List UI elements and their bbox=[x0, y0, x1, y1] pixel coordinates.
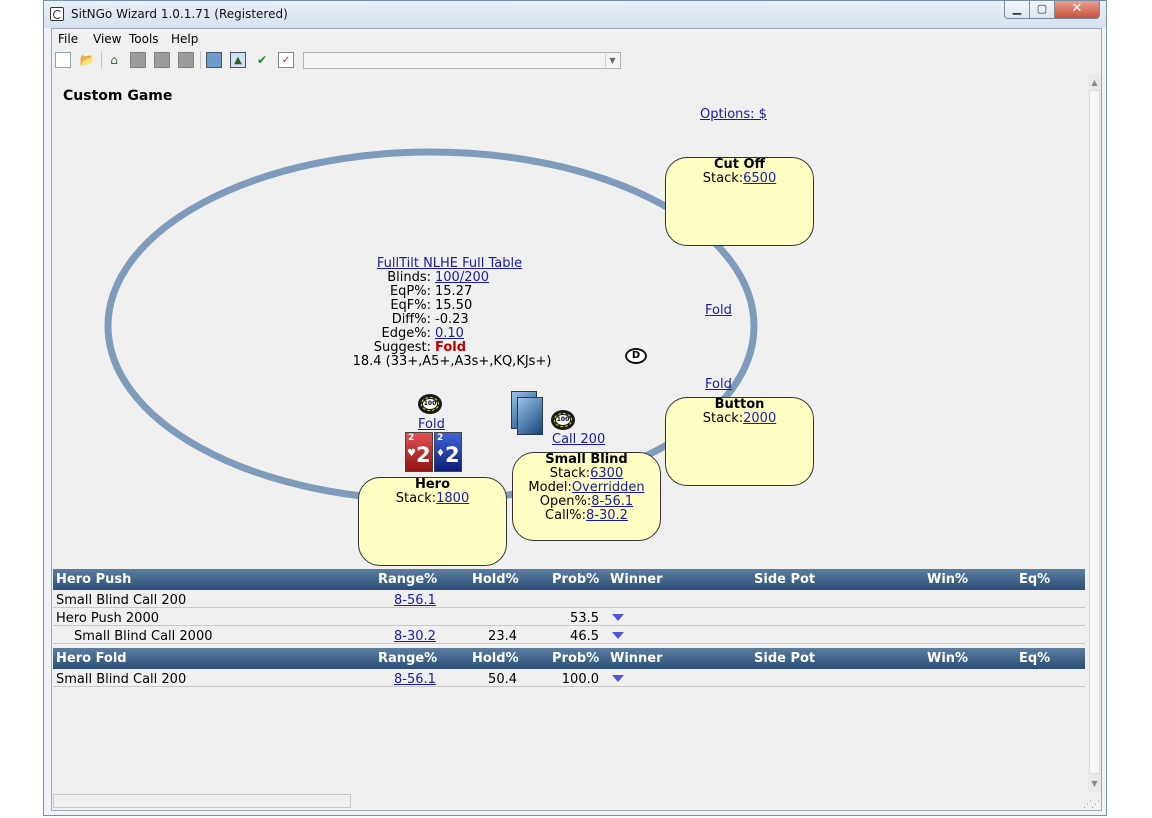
expand-arrow-icon[interactable] bbox=[612, 675, 624, 682]
stack-label: Stack: bbox=[702, 171, 744, 186]
menu-help[interactable]: Help bbox=[171, 32, 199, 46]
seat-name: Button bbox=[714, 397, 765, 412]
app-icon[interactable] bbox=[50, 7, 64, 21]
menu-view[interactable]: View bbox=[93, 32, 122, 46]
maximize-button[interactable]: ▢ bbox=[1029, 1, 1055, 19]
app-window: SitNGo Wizard 1.0.1.71 (Registered) ▁ ▢ … bbox=[43, 0, 1107, 816]
suggest-label: Suggest: bbox=[373, 340, 431, 355]
chevron-down-icon[interactable]: ▼ bbox=[605, 54, 619, 67]
seat-small-blind[interactable]: Small Blind Stack:6300 Model:Overridden … bbox=[512, 452, 661, 541]
game-select[interactable]: ▼ bbox=[303, 52, 621, 69]
page-title: Custom Game bbox=[63, 88, 173, 104]
range-link[interactable]: 8-30.2 bbox=[394, 629, 436, 644]
toolbar: 📂 ⌂ ▲ ✔ ✓ bbox=[52, 49, 1101, 71]
scroll-down-icon[interactable]: ▼ bbox=[1091, 779, 1098, 788]
info-label: EqF%: bbox=[390, 298, 431, 313]
game-view: Custom Game Options: $ FullTilt NLHE Ful… bbox=[53, 74, 1088, 792]
document-icon[interactable] bbox=[206, 52, 222, 68]
range-link[interactable]: 8-56.1 bbox=[394, 593, 436, 608]
resize-grip-icon[interactable]: ⋰⋰ bbox=[1083, 800, 1100, 810]
suggested-range: 18.4 (33+,A5+,A3s+,KQ,KJs+) bbox=[352, 354, 552, 369]
dealer-button: D bbox=[625, 348, 647, 364]
call-label: Call%: bbox=[545, 508, 587, 523]
stack-label: Stack: bbox=[395, 491, 437, 506]
small-blind-action-link[interactable]: Call 200 bbox=[552, 432, 606, 447]
stack-link[interactable]: 6300 bbox=[590, 466, 624, 481]
hero-card-2: 2 ♦ 2 bbox=[434, 432, 462, 472]
toolbar-separator bbox=[101, 51, 102, 69]
button-fold-link[interactable]: Fold bbox=[705, 377, 732, 392]
disabled-tool-icon[interactable] bbox=[154, 52, 170, 68]
checkmark-icon[interactable]: ✔ bbox=[256, 53, 268, 67]
checklist-icon[interactable]: ✓ bbox=[278, 52, 294, 68]
expand-arrow-icon[interactable] bbox=[612, 632, 624, 639]
vertical-scrollbar[interactable]: ▲ ▼ bbox=[1088, 74, 1101, 792]
hero-fold-header: Hero Fold Range% Hold% Prob% Winner Side… bbox=[53, 648, 1085, 669]
close-button[interactable]: ✕ bbox=[1054, 1, 1100, 19]
range-link[interactable]: 8-56.1 bbox=[394, 672, 436, 687]
expand-arrow-icon[interactable] bbox=[612, 614, 624, 621]
image-icon[interactable]: ▲ bbox=[230, 52, 246, 68]
scroll-thumb[interactable] bbox=[1089, 90, 1100, 774]
model-label: Model: bbox=[528, 480, 572, 495]
chip-icon: 100 bbox=[418, 394, 442, 414]
info-label: Diff%: bbox=[391, 312, 431, 327]
hero-card-1: 2 ♥ 2 bbox=[405, 432, 433, 472]
menu-file[interactable]: File bbox=[58, 32, 79, 46]
window-title: SitNGo Wizard 1.0.1.71 (Registered) bbox=[71, 7, 288, 21]
hero-action-link[interactable]: Fold bbox=[418, 417, 445, 432]
table-row: Small Blind Call 200 8-56.1 bbox=[53, 590, 1085, 608]
card-back bbox=[517, 397, 543, 435]
call-range-link[interactable]: 8-30.2 bbox=[586, 508, 628, 523]
seat-name: Small Blind bbox=[545, 452, 628, 467]
eqf-value: 15.50 bbox=[435, 298, 473, 313]
disabled-tool-icon[interactable] bbox=[178, 52, 194, 68]
diff-value: -0.23 bbox=[435, 312, 469, 327]
stack-link[interactable]: 2000 bbox=[743, 411, 777, 426]
edge-link[interactable]: 0.10 bbox=[435, 326, 464, 341]
eqp-value: 15.27 bbox=[435, 284, 473, 299]
table-row: Small Blind Call 2000 8-30.2 23.4 46.5 bbox=[53, 626, 1085, 644]
info-label: EqP%: bbox=[389, 284, 431, 299]
seat-button[interactable]: Button Stack:2000 bbox=[665, 397, 814, 486]
chip-icon: 100 bbox=[551, 410, 575, 430]
new-file-icon[interactable] bbox=[55, 52, 71, 68]
open-label: Open%: bbox=[539, 494, 592, 509]
home-icon[interactable]: ⌂ bbox=[110, 53, 118, 67]
stack-link[interactable]: 1800 bbox=[436, 491, 470, 506]
seat-name: Cut Off bbox=[713, 157, 766, 172]
hero-push-table: Hero Push Range% Hold% Prob% Winner Side… bbox=[53, 569, 1085, 644]
blinds-link[interactable]: 100/200 bbox=[435, 270, 490, 285]
client-area: File View Tools Help 📂 ⌂ ▲ ✔ ✓ ▼ Custom … bbox=[51, 28, 1102, 811]
seat-name: Hero bbox=[414, 477, 451, 492]
hero-fold-table: Hero Fold Range% Hold% Prob% Winner Side… bbox=[53, 648, 1085, 687]
stack-label: Stack: bbox=[549, 466, 591, 481]
stack-link[interactable]: 6500 bbox=[743, 171, 777, 186]
seat-cutoff[interactable]: Cut Off Stack:6500 bbox=[665, 157, 814, 246]
scroll-up-icon[interactable]: ▲ bbox=[1091, 78, 1098, 87]
table-type-link[interactable]: FullTilt NLHE Full Table bbox=[376, 256, 523, 271]
hero-push-header: Hero Push Range% Hold% Prob% Winner Side… bbox=[53, 569, 1085, 590]
open-range-link[interactable]: 8-56.1 bbox=[591, 494, 634, 509]
status-pane bbox=[53, 794, 351, 808]
table-row: Small Blind Call 200 8-56.1 50.4 100.0 bbox=[53, 669, 1085, 687]
title-bar[interactable]: SitNGo Wizard 1.0.1.71 (Registered) ▁ ▢ … bbox=[44, 1, 1106, 28]
disabled-tool-icon[interactable] bbox=[130, 52, 146, 68]
button-action-link[interactable]: Fold bbox=[705, 303, 732, 318]
menu-bar: File View Tools Help bbox=[52, 29, 1101, 49]
seat-hero[interactable]: Hero Stack:1800 bbox=[358, 477, 507, 566]
stack-label: Stack: bbox=[702, 411, 744, 426]
suggest-value: Fold bbox=[435, 340, 467, 355]
open-folder-icon[interactable]: 📂 bbox=[79, 53, 95, 67]
model-link[interactable]: Overridden bbox=[571, 480, 645, 495]
info-label: Blinds: bbox=[387, 270, 431, 285]
menu-tools[interactable]: Tools bbox=[129, 32, 159, 46]
minimize-button[interactable]: ▁ bbox=[1004, 1, 1030, 19]
status-bar: ⋰⋰ bbox=[52, 792, 1101, 810]
toolbar-separator bbox=[200, 51, 201, 69]
info-label: Edge%: bbox=[381, 326, 431, 341]
options-link[interactable]: Options: $ bbox=[700, 107, 767, 122]
table-info-panel: FullTilt NLHE Full Table Blinds:100/200 … bbox=[308, 257, 566, 369]
table-row: Hero Push 2000 53.5 bbox=[53, 608, 1085, 626]
